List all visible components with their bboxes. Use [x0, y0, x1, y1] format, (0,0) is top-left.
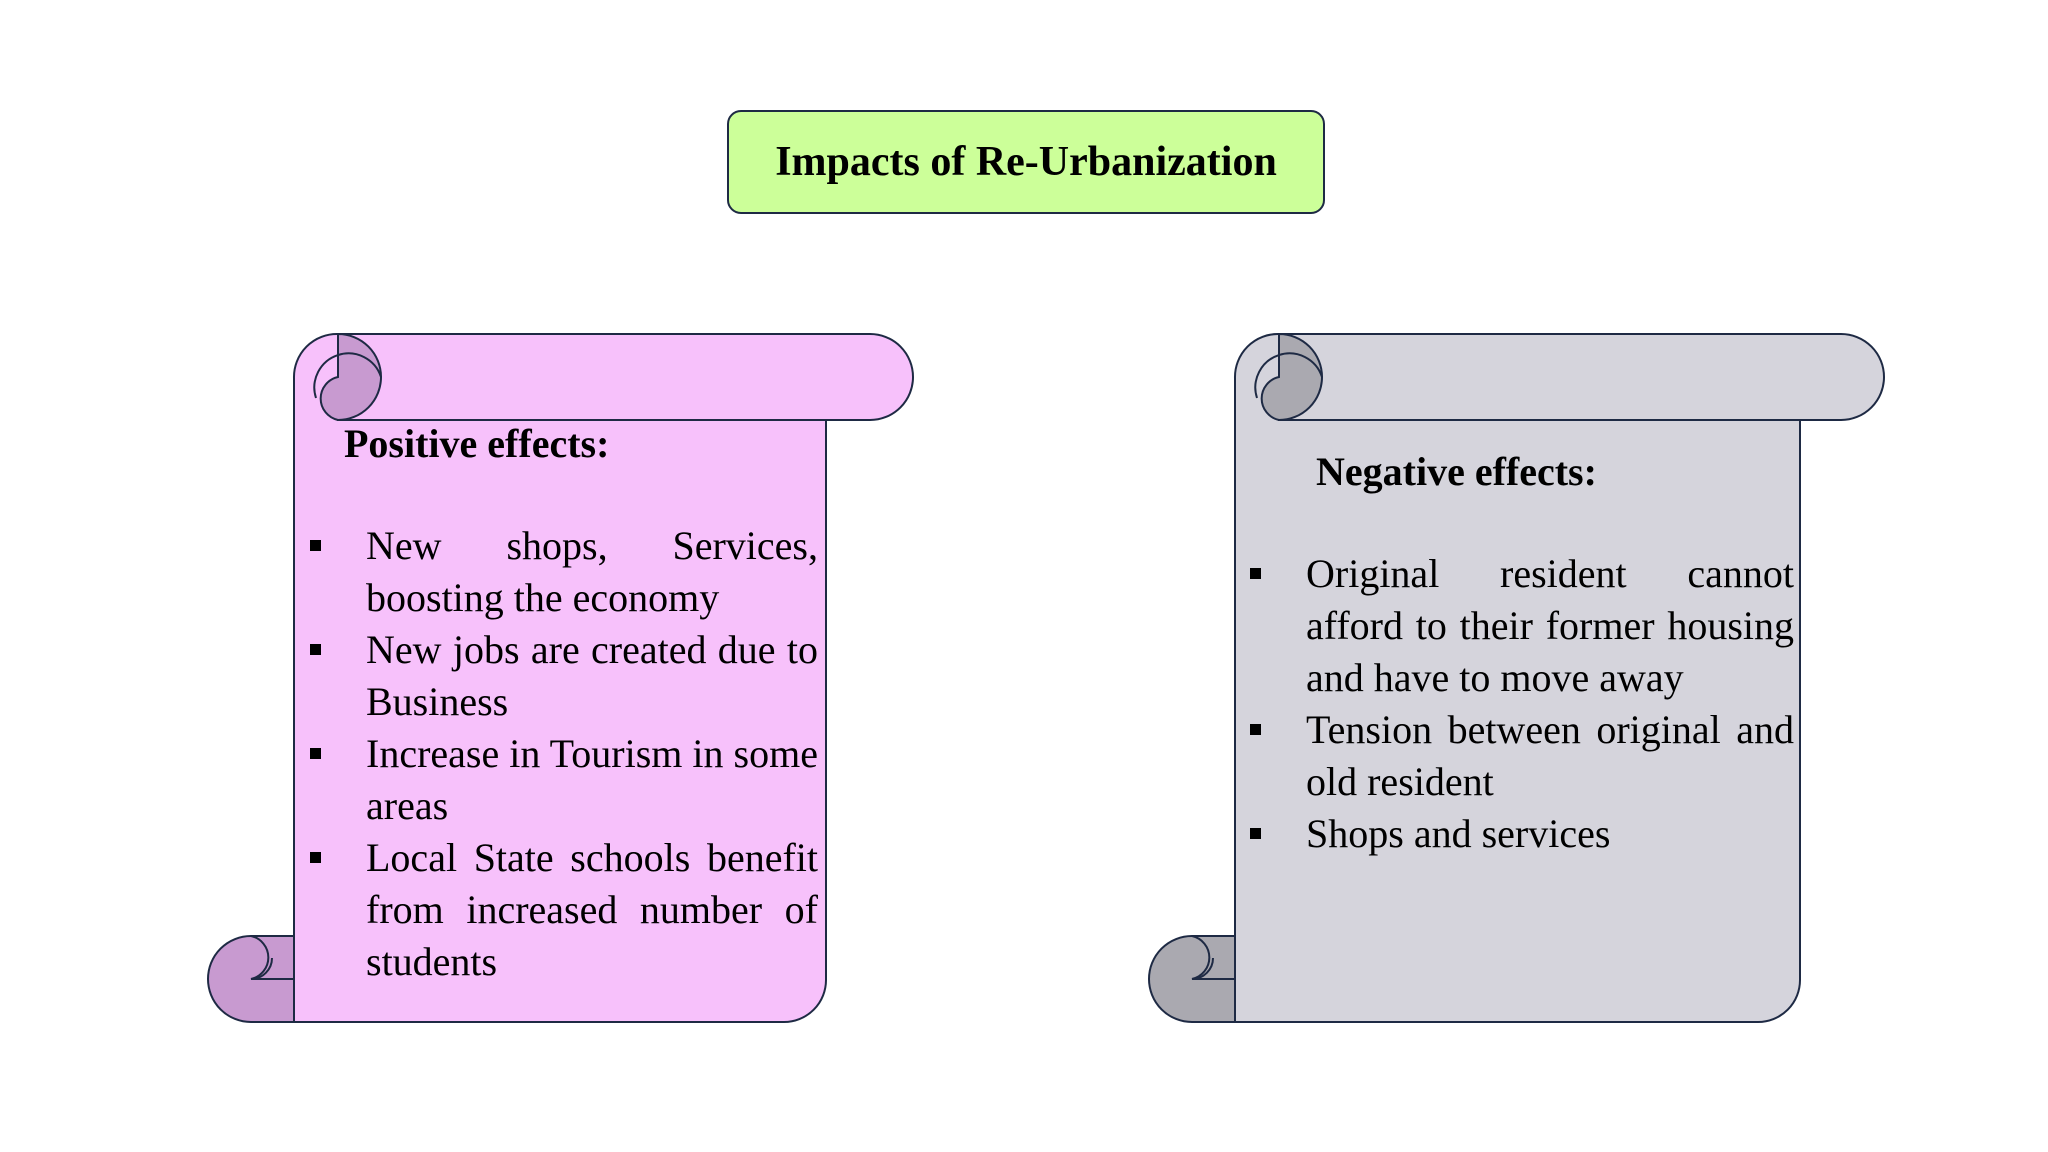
square-bullet-icon [310, 644, 321, 655]
list-item: Original resident cannot afford to their… [1250, 548, 1794, 704]
square-bullet-icon [310, 540, 321, 551]
negative-scroll-body [1233, 332, 1801, 1023]
negative-effects-list: Original resident cannot afford to their… [1250, 548, 1794, 860]
square-bullet-icon [1250, 724, 1261, 735]
list-item: Local State schools benefit from increas… [310, 832, 818, 988]
negative-effects-heading: Negative effects: [1316, 449, 1597, 494]
title-box: Impacts of Re-Urbanization [727, 110, 1325, 214]
square-bullet-icon [310, 748, 321, 759]
positive-scroll-body [292, 332, 827, 1023]
list-item: Shops and services [1250, 808, 1794, 860]
square-bullet-icon [310, 852, 321, 863]
positive-effects-list: New shops, Services, boosting the econom… [310, 520, 818, 988]
negative-scroll-top-roll [1278, 333, 1885, 421]
square-bullet-icon [1250, 828, 1261, 839]
diagram-title: Impacts of Re-Urbanization [775, 139, 1277, 185]
list-item: Tension between original and old residen… [1250, 704, 1794, 808]
list-item: Increase in Tourism in some areas [310, 728, 818, 832]
list-item: New jobs are created due to Business [310, 624, 818, 728]
list-item: New shops, Services, boosting the econom… [310, 520, 818, 624]
positive-effects-heading: Positive effects: [344, 421, 610, 466]
positive-effects-panel: Positive effects: New shops, Services, b… [310, 420, 818, 988]
negative-effects-panel: Negative effects: Original resident cann… [1250, 448, 1794, 860]
positive-scroll-top-roll [337, 333, 914, 421]
square-bullet-icon [1250, 568, 1261, 579]
negative-scroll-top-curl [1260, 332, 1324, 422]
positive-scroll-top-curl [319, 332, 383, 422]
